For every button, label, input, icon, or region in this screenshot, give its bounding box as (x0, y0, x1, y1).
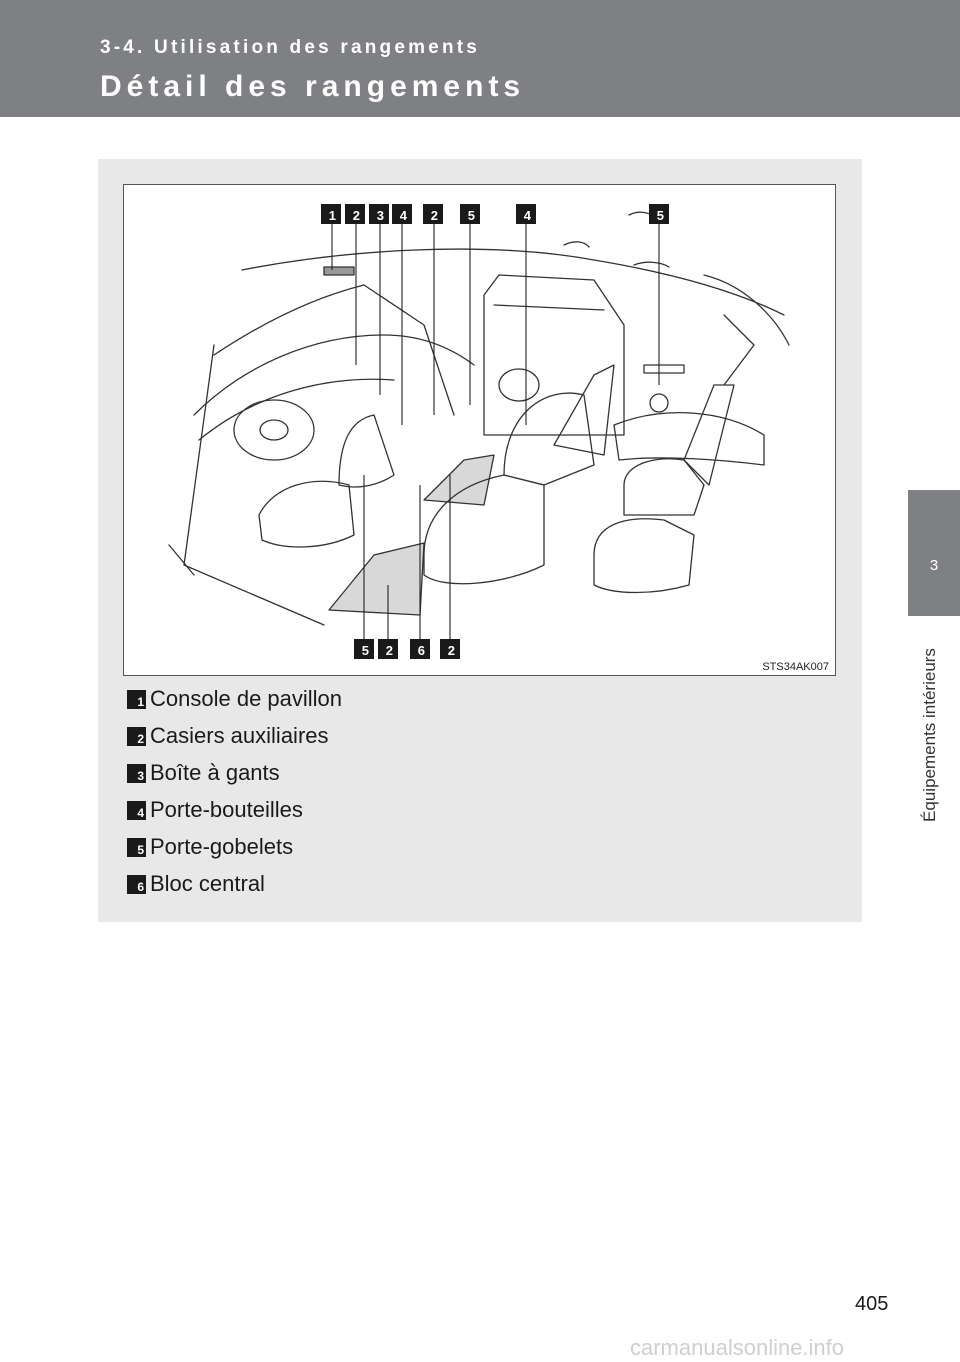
callout-label: 5 (468, 208, 475, 223)
figure-code: STS34AK007 (762, 661, 829, 673)
legend-badge: 2 (127, 727, 146, 746)
legend-badge: 5 (127, 838, 146, 857)
legend-label: Console de pavillon (150, 686, 343, 711)
page-title: Détail des rangements (100, 70, 526, 103)
callout-label: 4 (400, 208, 408, 223)
callout-badge (440, 639, 460, 659)
legend-label: Bloc central (150, 871, 265, 896)
callout-badge (649, 204, 669, 224)
top-callouts: 1 2 3 4 2 5 4 5 (321, 204, 669, 224)
legend-number: 5 (137, 843, 144, 857)
callout-label: 3 (377, 208, 384, 223)
callout-label: 5 (362, 643, 369, 658)
callout-badge (460, 204, 480, 224)
bottom-callouts: 5 2 6 2 (354, 639, 460, 659)
chapter-tab[interactable]: 3 (908, 490, 960, 616)
legend-badge: 6 (127, 875, 146, 894)
callout-label: 6 (418, 643, 425, 658)
callout-label: 1 (329, 208, 336, 223)
callout-badge (345, 204, 365, 224)
legend-label: Porte-bouteilles (150, 797, 303, 822)
interior-illustration: 1 2 3 4 2 5 4 5 5 2 6 2 STS34AK (123, 184, 836, 676)
legend-label: Boîte à gants (150, 760, 280, 785)
car-interior-drawing: 1 2 3 4 2 5 4 5 5 2 6 2 STS34AK (168, 204, 829, 673)
callout-badge (423, 204, 443, 224)
legend-badge: 3 (127, 764, 146, 783)
legend-number: 4 (137, 806, 144, 820)
callout-label: 2 (448, 643, 455, 658)
legend-number: 2 (137, 732, 144, 746)
legend-badge: 1 (127, 690, 146, 709)
callout-badge (354, 639, 374, 659)
legend-badge: 4 (127, 801, 146, 820)
callout-badge (516, 204, 536, 224)
chapter-title-text: Équipements intérieurs (920, 648, 939, 822)
chapter-number: 3 (929, 557, 939, 574)
callout-label: 4 (524, 208, 532, 223)
legend-label: Casiers auxiliaires (150, 723, 329, 748)
chapter-title: Équipements intérieurs (918, 630, 942, 840)
callout-label: 2 (386, 643, 393, 658)
callout-badge (378, 639, 398, 659)
legend-number: 1 (137, 695, 144, 709)
legend-label: Porte-gobelets (150, 834, 294, 859)
page-number: 405 (855, 1293, 889, 1315)
page-header: 3-4. Utilisation des rangements Détail d… (0, 0, 960, 117)
watermark[interactable]: carmanualsonline.info (630, 1335, 845, 1360)
callout-label: 2 (431, 208, 438, 223)
callout-label: 2 (353, 208, 360, 223)
section-label: 3-4. Utilisation des rangements (100, 37, 481, 58)
callout-label: 5 (657, 208, 664, 223)
callout-badge (321, 204, 341, 224)
callout-badge (410, 639, 430, 659)
legend-number: 6 (137, 880, 144, 894)
callout-badge (369, 204, 389, 224)
callout-badge (392, 204, 412, 224)
legend-number: 3 (137, 769, 144, 783)
